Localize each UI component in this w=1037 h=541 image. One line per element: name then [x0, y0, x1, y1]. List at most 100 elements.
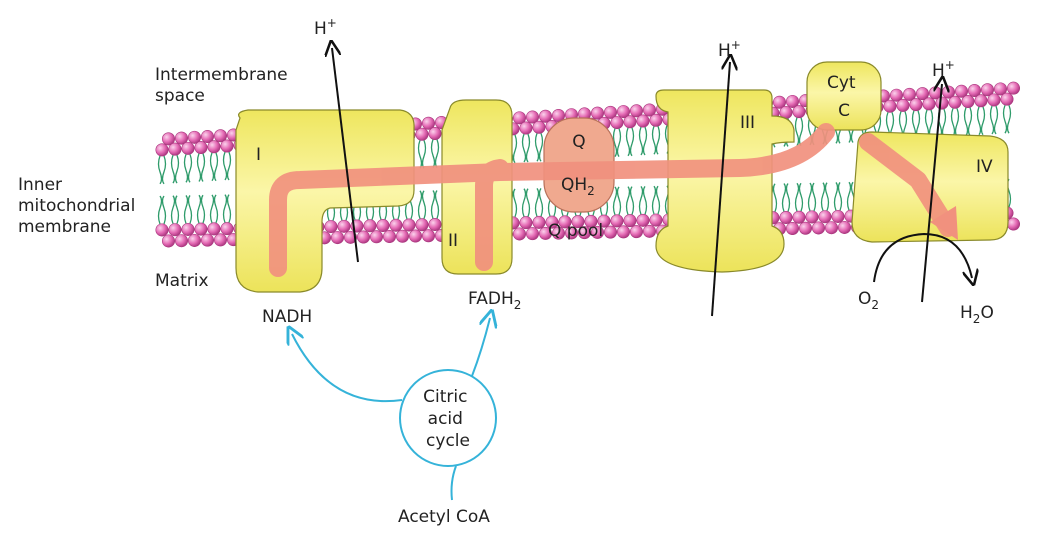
citric-line1: Citric — [423, 387, 467, 407]
lipid-head — [175, 234, 189, 248]
lipid-head — [571, 215, 585, 229]
citric-acid-cycle-circle — [399, 369, 497, 467]
lipid-head — [623, 115, 637, 129]
lipid-head — [330, 231, 344, 245]
lipid-head — [194, 222, 208, 236]
complex-iii-label: III — [740, 113, 755, 133]
citric-line3: cycle — [426, 431, 470, 451]
lipid-tail — [209, 152, 215, 182]
lipid-head — [805, 210, 819, 224]
lipid-head — [415, 127, 429, 141]
lipid-tail — [521, 133, 527, 163]
lipid-head — [954, 84, 968, 98]
complex-i-label: I — [256, 145, 261, 165]
lipid-head — [214, 129, 228, 143]
lipid-head — [168, 142, 182, 156]
h2o-h: H — [960, 303, 973, 323]
lipid-head — [792, 105, 806, 119]
lipid-tail — [616, 128, 622, 157]
lipid-head — [382, 230, 396, 244]
acetyl-coa-label: Acetyl CoA — [398, 507, 490, 527]
complex-iii — [655, 89, 795, 273]
lipid-tail — [226, 151, 232, 181]
lipid-tail — [616, 186, 622, 216]
lipid-tail — [226, 194, 232, 223]
lipid-head — [629, 225, 643, 239]
intermembrane-space-line2: space — [155, 86, 205, 106]
lipid-tail — [430, 139, 436, 168]
lipid-head — [649, 213, 663, 227]
lipid-tail — [417, 140, 423, 169]
lipid-tail — [1002, 104, 1008, 134]
citric-acid-cycle-label: Citric acid cycle — [423, 387, 473, 451]
lipid-tail — [642, 185, 648, 215]
lipid-head — [201, 233, 215, 247]
lipid-head — [525, 227, 539, 241]
lipid-head — [564, 226, 578, 240]
inner-membrane-line2: mitochondrial — [18, 196, 135, 216]
lipid-tail — [200, 194, 206, 224]
lipid-head — [188, 130, 202, 144]
lipid-head — [987, 93, 1001, 107]
lipid-head — [590, 225, 604, 239]
lipid-head — [1006, 217, 1020, 231]
lipid-tail — [196, 153, 202, 182]
proton-label-complex-i: H+ — [314, 16, 337, 39]
lipid-head — [629, 104, 643, 118]
lipid-head — [545, 215, 559, 229]
lipid-tail — [846, 181, 852, 211]
lipid-head — [889, 88, 903, 102]
lipid-tail — [421, 140, 427, 169]
lipid-tail — [213, 152, 219, 182]
lipid-head — [343, 230, 357, 244]
lipid-head — [772, 95, 786, 109]
intermembrane-space-line1: Intermembrane — [155, 65, 288, 85]
lipid-head — [356, 230, 370, 244]
lipid-tail — [196, 194, 202, 224]
lipid-tail — [807, 182, 813, 212]
lipid-tail — [954, 108, 960, 137]
lipid-head — [207, 140, 221, 154]
lipid-head — [623, 214, 637, 228]
lipid-head — [603, 225, 617, 239]
proton-label-complex-iv: H+ — [932, 58, 955, 81]
lipid-head — [948, 95, 962, 109]
lipid-tail — [222, 194, 228, 223]
lipid-head — [428, 127, 442, 141]
q-label: Q — [572, 132, 585, 152]
lipid-tail — [950, 108, 956, 137]
lipid-head — [922, 97, 936, 111]
inner-membrane-line1: Inner — [18, 175, 62, 195]
lipid-head — [831, 209, 845, 223]
lipid-head — [974, 94, 988, 108]
lipid-head — [538, 226, 552, 240]
lipid-tail — [200, 153, 206, 182]
lipid-head — [363, 219, 377, 233]
lipid-tail — [638, 126, 644, 156]
lipid-tail — [989, 105, 995, 135]
lipid-head — [532, 215, 546, 229]
lipid-head — [181, 141, 195, 155]
complex-iv-label: IV — [976, 157, 993, 177]
lipid-head — [1000, 92, 1014, 106]
proton-h-3: H — [932, 61, 945, 81]
lipid-head — [993, 82, 1007, 96]
lipid-tail — [941, 108, 947, 138]
oxygen-reduction-arrow — [873, 232, 972, 282]
lipid-tail — [157, 155, 163, 185]
lipid-tail — [157, 195, 163, 225]
lipid-tail — [629, 186, 635, 215]
lipid-tail — [222, 151, 228, 181]
lipid-head — [616, 105, 630, 119]
lipid-head — [428, 218, 442, 232]
lipid-head — [883, 99, 897, 113]
lipid-tail — [798, 117, 804, 147]
lipid-tail — [174, 195, 180, 224]
lipid-tail — [434, 190, 440, 219]
inner-membrane-line3: membrane — [18, 217, 111, 237]
lipid-tail — [417, 190, 423, 219]
lipid-head — [961, 95, 975, 109]
qh2-main: QH — [561, 175, 587, 195]
lipid-tail — [655, 126, 661, 155]
